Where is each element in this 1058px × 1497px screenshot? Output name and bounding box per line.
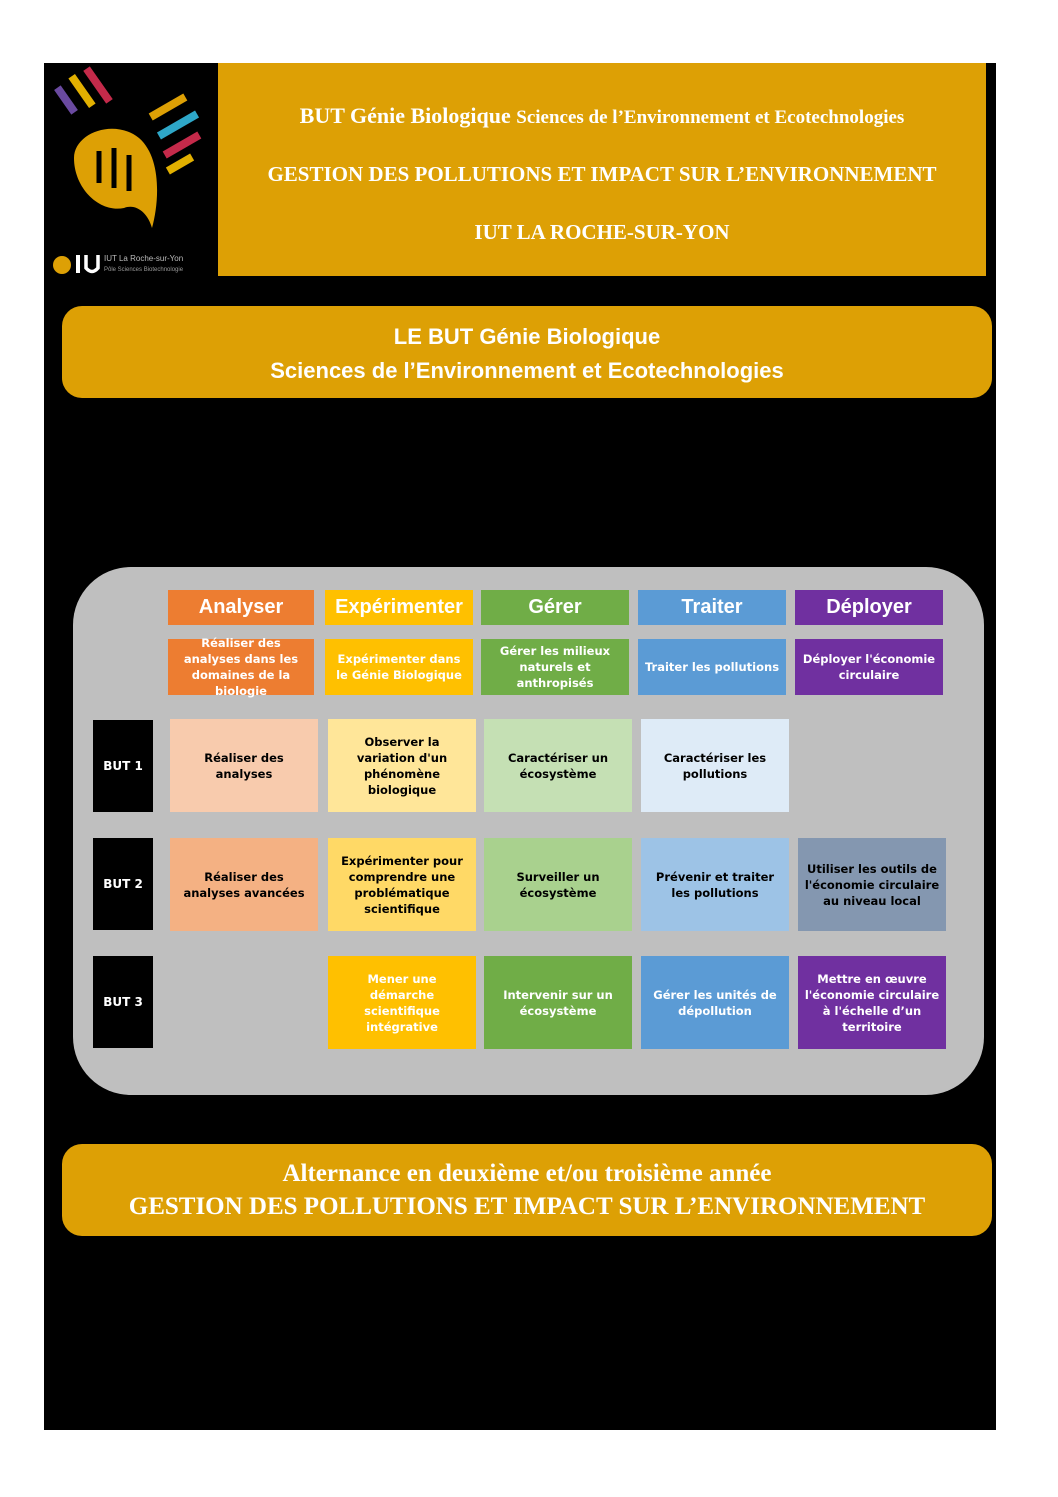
competence-desc-deployer: Déployer l'économie circulaire [795, 639, 943, 695]
competence-header-traiter: Traiter [638, 590, 786, 625]
cell-but2-analyser: Réaliser des analyses avancées [170, 838, 318, 931]
header-program-specialty: Sciences de l’Environnement et Ecotechno… [516, 107, 905, 128]
competence-header-experimenter: Expérimenter [325, 590, 473, 625]
competence-desc-experimenter: Expérimenter dans le Génie Biologique [325, 639, 473, 695]
cell-but2-experimenter: Expérimenter pour comprendre une problém… [328, 838, 476, 931]
competence-desc-traiter: Traiter les pollutions [638, 639, 786, 695]
competence-header-deployer: Déployer [795, 590, 943, 625]
cell-but1-traiter: Caractériser les pollutions [641, 719, 789, 812]
banner-bottom-line1: Alternance en deuxième et/ou troisième a… [282, 1160, 772, 1187]
cell-but2-deployer: Utiliser les outils de l'économie circul… [798, 838, 946, 931]
cell-but3-traiter: Gérer les unités de dépollution [641, 956, 789, 1049]
header-institution: IUT LA ROCHE-SUR-YON [474, 220, 730, 244]
competence-desc-analyser: Réaliser des analyses dans les domaines … [168, 636, 314, 698]
banner-top: LE BUT Génie Biologique Sciences de l’En… [62, 306, 992, 398]
cell-but2-traiter: Prévenir et traiter les pollutions [641, 838, 789, 931]
competence-desc-gerer: Gérer les milieux naturels et anthropisé… [481, 639, 629, 695]
competence-header-analyser: Analyser [168, 590, 314, 625]
cell-but1-analyser: Réaliser des analyses [170, 719, 318, 812]
competence-header-gerer: Gérer [481, 590, 629, 625]
cell-but2-gerer: Surveiller un écosystème [484, 838, 632, 931]
cell-but3-gerer: Intervenir sur un écosystème [484, 956, 632, 1049]
cell-but3-deployer: Mettre en œuvre l'économie circulaire à … [798, 956, 946, 1049]
header-track: GESTION DES POLLUTIONS ET IMPACT SUR L’E… [267, 162, 937, 186]
header-block: BUT Génie Biologique Sciences de l’Envir… [218, 63, 986, 276]
cell-but1-experimenter: Observer la variation d'un phénomène bio… [328, 719, 476, 812]
row-label-but2: BUT 2 [93, 838, 153, 930]
banner-top-line1: LE BUT Génie Biologique [393, 324, 661, 349]
header-program-bold: BUT Génie Biologique [299, 103, 511, 128]
logo-caption-2: Pôle Sciences Biotechnologie [104, 267, 184, 273]
row-label-but1: BUT 1 [93, 720, 153, 812]
logo-caption-1: IUT La Roche-sur-Yon [104, 254, 183, 263]
banner-bottom: Alternance en deuxième et/ou troisième a… [62, 1144, 992, 1236]
iut-logo-graphic: IUT La Roche-sur-Yon Pôle Sciences Biote… [53, 66, 202, 274]
iut-logo: IUT La Roche-sur-Yon Pôle Sciences Biote… [44, 63, 217, 276]
row-label-but3: BUT 3 [93, 956, 153, 1048]
banner-bottom-line2: GESTION DES POLLUTIONS ET IMPACT SUR L’E… [128, 1193, 926, 1220]
banner-top-line2: Sciences de l’Environnement et Ecotechno… [270, 358, 784, 383]
cell-but3-experimenter: Mener une démarche scientifique intégrat… [328, 956, 476, 1049]
header-program: BUT Génie Biologique Sciences de l’Envir… [218, 103, 986, 129]
cell-but1-gerer: Caractériser un écosystème [484, 719, 632, 812]
